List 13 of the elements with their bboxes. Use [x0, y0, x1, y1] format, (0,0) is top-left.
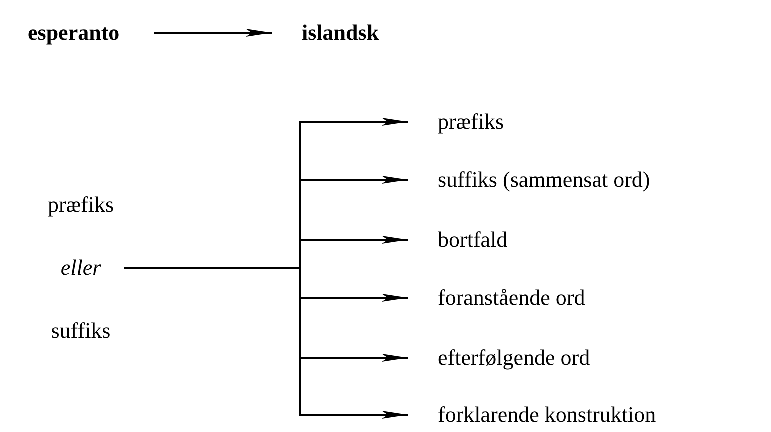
language-label: esperanto	[28, 22, 120, 44]
word-formation-label: efterfølgende ord	[438, 347, 590, 369]
word-formation-label: suffiks (sammensat ord)	[438, 169, 650, 191]
word-formation-label: forklarende konstruktion	[438, 404, 656, 426]
arrow	[124, 267, 408, 419]
term-text: eller	[60, 257, 102, 279]
language-label: islandsk	[302, 22, 380, 44]
word-formation-label: bortfald	[438, 229, 508, 251]
word-formation-label: præfiks	[438, 111, 504, 133]
word-formation-label: foranstående ord	[438, 287, 586, 309]
term-text: suffiks	[50, 320, 112, 342]
arrow	[154, 29, 272, 37]
term-text: præfiks	[47, 194, 115, 216]
